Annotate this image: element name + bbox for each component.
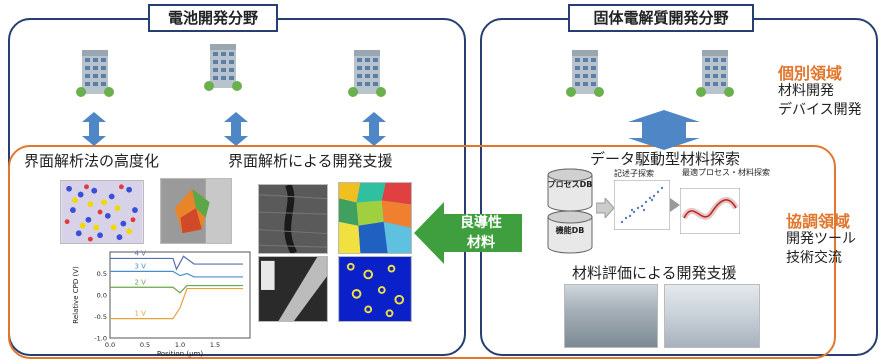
right-arrow-icon — [670, 198, 680, 212]
y-tick-label: -1.0 — [94, 335, 107, 343]
series-label-2: 3 V — [135, 262, 147, 270]
optimization-curve-image — [680, 188, 740, 234]
battery-field-title: 電池開発分野 — [148, 4, 278, 32]
sem-image-2 — [258, 256, 328, 322]
building-icon — [76, 50, 114, 97]
y-tick-label: -0.5 — [94, 313, 107, 321]
x-tick-label: 0.5 — [140, 341, 150, 349]
right-arrow-icon — [596, 198, 614, 218]
individual-area-item: 材料開発 — [778, 83, 834, 99]
building-icon — [204, 44, 242, 91]
function-db-label: 機能DB — [555, 226, 585, 235]
cooperation-region — [8, 145, 836, 359]
cooperation-area-item: 技術交流 — [786, 250, 842, 266]
arrow-label-line1: 良導性 — [460, 215, 502, 231]
y-tick-label: 0.0 — [97, 292, 107, 300]
simulation-image — [60, 180, 144, 244]
x-tick-label: 1.5 — [210, 341, 220, 349]
process-database-icon — [547, 168, 593, 212]
individual-area-heading: 個別領域 — [778, 60, 843, 84]
conductive-material-arrow — [414, 202, 522, 264]
y-tick-label: 0.5 — [97, 270, 107, 278]
up-down-arrow-icon — [362, 112, 386, 146]
x-axis-label: Position (μm) — [157, 350, 203, 358]
material-evaluation-heading: 材料評価による開発支援 — [572, 264, 737, 282]
y-axis-label: Relative CPD (V) — [72, 266, 80, 324]
lab-photo-2 — [664, 284, 760, 348]
series-line-4 — [110, 287, 243, 320]
series-label-1: 4 V — [135, 249, 147, 257]
series-line-1 — [110, 255, 243, 271]
arrow-label-line2: 材料 — [467, 235, 495, 251]
plot-frame — [109, 251, 251, 339]
optimal-process-search-title: 最適プロセス・材料探索 — [682, 168, 770, 177]
building-icon — [696, 50, 734, 97]
individual-area-item: デバイス開発 — [778, 102, 862, 118]
building-icon — [348, 50, 386, 97]
data-driven-search-heading: データ駆動型材料探索 — [590, 150, 741, 168]
interface-analysis-heading: 界面解析法の高度化 — [24, 152, 160, 170]
series-line-2 — [110, 270, 243, 278]
solid-field-title: 固体電解質開発分野 — [568, 4, 754, 32]
lab-photo-1 — [564, 284, 658, 348]
grain-map-image — [338, 182, 412, 254]
large-up-down-arrow-icon — [628, 110, 700, 150]
particle-map-image — [338, 256, 412, 322]
series-label-3: 2 V — [135, 278, 147, 286]
sem-image-1 — [258, 184, 328, 254]
function-database-icon — [547, 210, 593, 254]
series-label-4: 1 V — [135, 310, 147, 318]
series-line-3 — [110, 284, 243, 294]
process-db-label: プロセスDB — [547, 180, 593, 189]
development-support-heading: 界面解析による開発支援 — [228, 152, 393, 170]
cooperation-area-item: 開発ツール — [786, 231, 856, 247]
building-icon — [566, 50, 604, 97]
microscope-image — [160, 178, 232, 244]
up-down-arrow-icon — [224, 112, 248, 146]
x-tick-label: 1.0 — [175, 341, 185, 349]
x-tick-label: 0.0 — [105, 341, 115, 349]
scatter-plot-image — [614, 180, 670, 230]
up-down-arrow-icon — [82, 112, 106, 146]
cooperation-area-heading: 協調領域 — [786, 212, 851, 231]
descriptor-search-title: 記述子探索 — [614, 169, 654, 178]
cpd-line-chart: 0.5 0.0 -0.5 -1.0 0.0 0.5 1.0 1.5 4 V 3 V 2 V 1 V… — [72, 249, 251, 358]
